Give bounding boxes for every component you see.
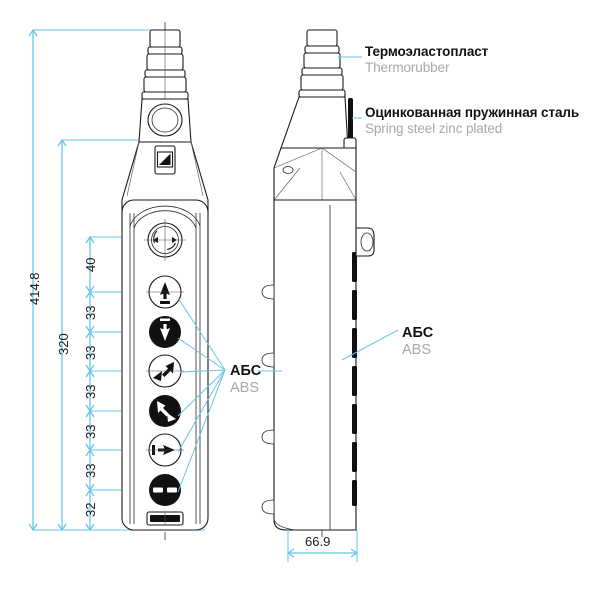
callout-thermorubber-ru: Термоэластопласт: [365, 44, 489, 59]
leader-lines: [177, 56, 399, 493]
button-arrow-diagonal-up[interactable]: [146, 354, 184, 388]
callout-thermorubber: Термоэластопласт Thermorubber: [365, 44, 488, 77]
callout-spring-steel-ru: Оцинкованная пружинная сталь: [365, 105, 580, 120]
material-abs-front-en: ABS: [230, 380, 260, 397]
callout-spring-steel-en: Spring steel zinc plated: [365, 121, 503, 137]
dimension-segment-2: 33: [83, 305, 98, 320]
dimension-segment-6: 33: [83, 463, 98, 478]
dimension-width: [286, 530, 359, 562]
dimension-panel-height: 320: [56, 333, 71, 355]
side-housing-ribs: [352, 252, 357, 506]
callout-spring-steel: Оцинкованная пружинная сталь Spring stee…: [365, 105, 579, 138]
material-abs-front-ru: АБС: [230, 363, 262, 379]
rotary-selector[interactable]: [144, 219, 186, 261]
button-arrow-horizontal[interactable]: [149, 474, 181, 506]
button-arrow-up[interactable]: [146, 275, 184, 309]
material-abs-side-ru: АБС: [402, 325, 434, 341]
dimension-width-value: 66.9: [305, 534, 331, 549]
material-label-abs-front: АБС ABS: [230, 363, 261, 397]
side-selector-boss: [355, 227, 375, 257]
side-cable-gland: [298, 29, 346, 98]
button-arrow-right[interactable]: [146, 433, 184, 467]
dimension-segment-7: 32: [83, 502, 98, 517]
front-view: [121, 22, 209, 540]
callout-thermorubber-en: Thermorubber: [365, 60, 450, 76]
label-slot: [146, 511, 184, 526]
button-arrow-diagonal-down[interactable]: [149, 395, 181, 427]
material-label-abs-side: АБС ABS: [402, 325, 433, 359]
dimension-segment-1: 40: [83, 257, 98, 272]
dimension-overall-height: 414.8: [27, 272, 42, 305]
dimension-segment-3: 33: [83, 345, 98, 360]
spring-steel-clip: [343, 98, 357, 151]
button-arrow-down[interactable]: [149, 316, 181, 348]
side-view: [261, 29, 375, 540]
dimension-segment-4: 33: [83, 384, 98, 399]
cable-gland: [141, 29, 189, 100]
material-abs-side-en: ABS: [402, 342, 432, 359]
side-button-profiles: [261, 284, 275, 515]
dimension-segment-5: 33: [83, 424, 98, 439]
